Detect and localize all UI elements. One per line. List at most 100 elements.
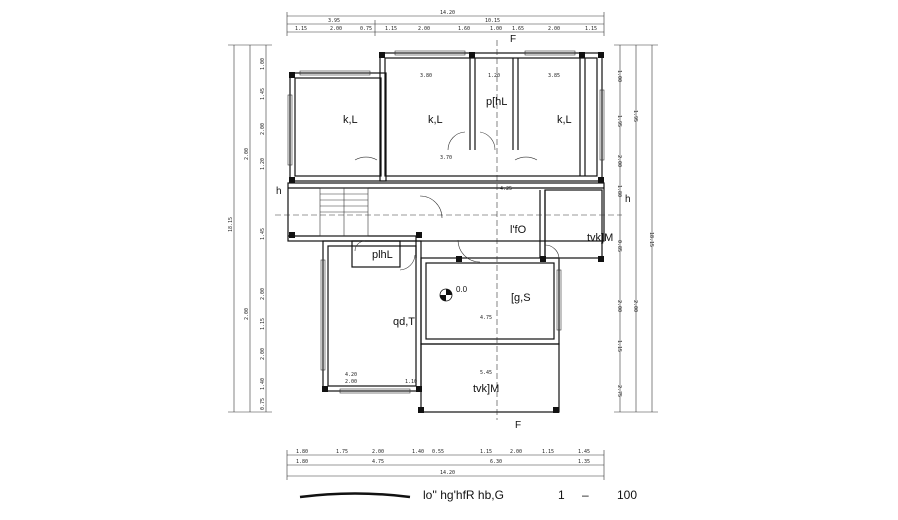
window	[599, 89, 605, 161]
dim-top-seg: 1.15	[585, 26, 597, 32]
dim-bottom-seg: 2.00	[372, 449, 384, 455]
section-markers: F F h h	[276, 34, 631, 431]
wall-kitchen-inner	[425, 262, 555, 340]
dim-top-seg: 1.65	[512, 26, 524, 32]
dim-bottom-seg2: 4.75	[372, 459, 384, 465]
dim-top-seg: 1.15	[295, 26, 307, 32]
dim-top-seg: 0.75	[360, 26, 372, 32]
dim-top-right: 10.15	[485, 18, 500, 24]
dim-right-seg: 1.80	[616, 185, 622, 197]
window	[394, 50, 466, 56]
dim-left-seg: 1.15	[260, 318, 266, 330]
dim-left-seg: 0.75	[260, 398, 266, 410]
level-value: 0.0	[456, 285, 468, 294]
dim-interior: 2.00	[345, 379, 357, 385]
dim-bottom-seg: 1.15	[480, 449, 492, 455]
dim-bottom-seg: 1.45	[578, 449, 590, 455]
room-label-wc: plhL	[372, 249, 393, 261]
columns	[289, 52, 604, 413]
dim-right-seg: 1.00	[616, 70, 622, 82]
dim-right-seg: 2.00	[616, 155, 622, 167]
dim-left-seg: 1.00	[260, 58, 266, 70]
dim-right-seg: 1.95	[632, 110, 638, 122]
dim-left-seg: 1.40	[260, 378, 266, 390]
dim-interior: 4.75	[480, 315, 492, 321]
wall-wc	[351, 240, 401, 268]
dim-bottom-seg: 1.15	[542, 449, 554, 455]
dim-left-seg: 2.00	[260, 288, 266, 300]
scale-right: 100	[617, 488, 637, 502]
wall-bed-left	[289, 72, 387, 182]
wall-kitchen	[420, 257, 560, 345]
drawing-title: lo'' hg'hfR hb,G	[423, 488, 504, 502]
dim-bottom-seg2: 1.80	[296, 459, 308, 465]
room-labels: k,L k,L p[hL k,L l'fO tvk]M plhL qd,T [g…	[343, 96, 613, 395]
walls	[287, 52, 605, 413]
wall-top-block-inner	[384, 57, 598, 177]
section-mark-right: h	[625, 194, 631, 205]
dim-interior: 1.20	[488, 73, 500, 79]
dim-bottom-seg: 1.80	[296, 449, 308, 455]
dim-interior: 4.25	[500, 186, 512, 192]
dim-bottom-seg2: 6.30	[490, 459, 502, 465]
dim-right-seg: 1.15	[616, 340, 622, 352]
room-label-kitchen: [g,S	[511, 292, 531, 304]
room-label-living: qd,T	[393, 316, 415, 328]
wall-middle-band	[287, 182, 605, 242]
window	[556, 269, 562, 331]
dim-right-total: 18.15	[648, 232, 654, 247]
dim-right-seg: 1.95	[616, 115, 622, 127]
dim-top-left: 3.95	[328, 18, 340, 24]
section-mark-bottom: F	[515, 420, 521, 431]
window	[524, 50, 576, 56]
windows	[287, 50, 605, 394]
dim-right-seg: 2.75	[616, 385, 622, 397]
window	[320, 259, 326, 371]
wall-living-inner	[327, 245, 417, 387]
right-dimension-chain: 18.15 1.95 2.00 1.00 1.95 2.00 1.80 0.85…	[614, 44, 658, 413]
dim-bottom-total: 14.20	[440, 470, 455, 476]
dim-bottom-seg: 0.55	[432, 449, 444, 455]
section-mark-top: F	[510, 34, 516, 45]
wall-top-block	[379, 52, 603, 182]
room-label-bed-left: k,L	[343, 114, 358, 126]
dim-top-seg: 2.00	[548, 26, 560, 32]
room-label-corridor: l'fO	[510, 224, 527, 236]
dim-bottom-seg: 1.75	[336, 449, 348, 455]
dim-interior: 4.20	[345, 372, 357, 378]
room-label-balcony-bottom: tvk]M	[473, 383, 499, 395]
dim-top-total: 14.20	[440, 10, 455, 16]
section-mark-left: h	[276, 186, 282, 197]
stair-treads	[320, 188, 368, 236]
room-label-bed-right: k,L	[557, 114, 572, 126]
dim-left-seg: 1.45	[260, 228, 266, 240]
dim-right-seg: 2.00	[632, 300, 638, 312]
dim-right-seg: 2.00	[616, 300, 622, 312]
dim-top-seg: 1.15	[385, 26, 397, 32]
dim-bottom-seg: 1.40	[412, 449, 424, 455]
left-dimension-chain: 18.15 2.00 2.00 1.00 1.45 2.00 1.20 1.45…	[228, 44, 272, 413]
door-swings	[354, 131, 560, 271]
window	[339, 388, 411, 394]
dim-interior: 3.80	[420, 73, 432, 79]
dim-left-seg: 2.00	[244, 308, 250, 320]
wall-bed-left-inner	[294, 77, 382, 177]
window	[299, 70, 371, 76]
section-lines	[275, 40, 622, 420]
level-marker: 0.0	[439, 285, 468, 302]
dim-left-seg: 2.00	[260, 123, 266, 135]
dim-left-seg: 2.00	[260, 348, 266, 360]
interior-dimensions: 3.80 1.20 3.85 3.70 4.25 4.20 2.00 1.10 …	[345, 73, 560, 385]
dim-interior: 3.70	[440, 155, 452, 161]
dim-bottom-seg2: 1.35	[578, 459, 590, 465]
dim-top-seg: 1.00	[490, 26, 502, 32]
dim-top-seg: 2.00	[330, 26, 342, 32]
scale-separator: –	[582, 488, 589, 502]
top-dimension-chain: 14.20 3.95 10.15 1.15 2.00 0.75 1.15 2.0…	[286, 10, 605, 36]
room-label-bed-mid: k,L	[428, 114, 443, 126]
title-underline	[299, 492, 411, 499]
wall-balcony-right	[544, 189, 603, 259]
room-label-bath-top: p[hL	[486, 96, 507, 108]
dim-left-seg: 1.20	[260, 158, 266, 170]
